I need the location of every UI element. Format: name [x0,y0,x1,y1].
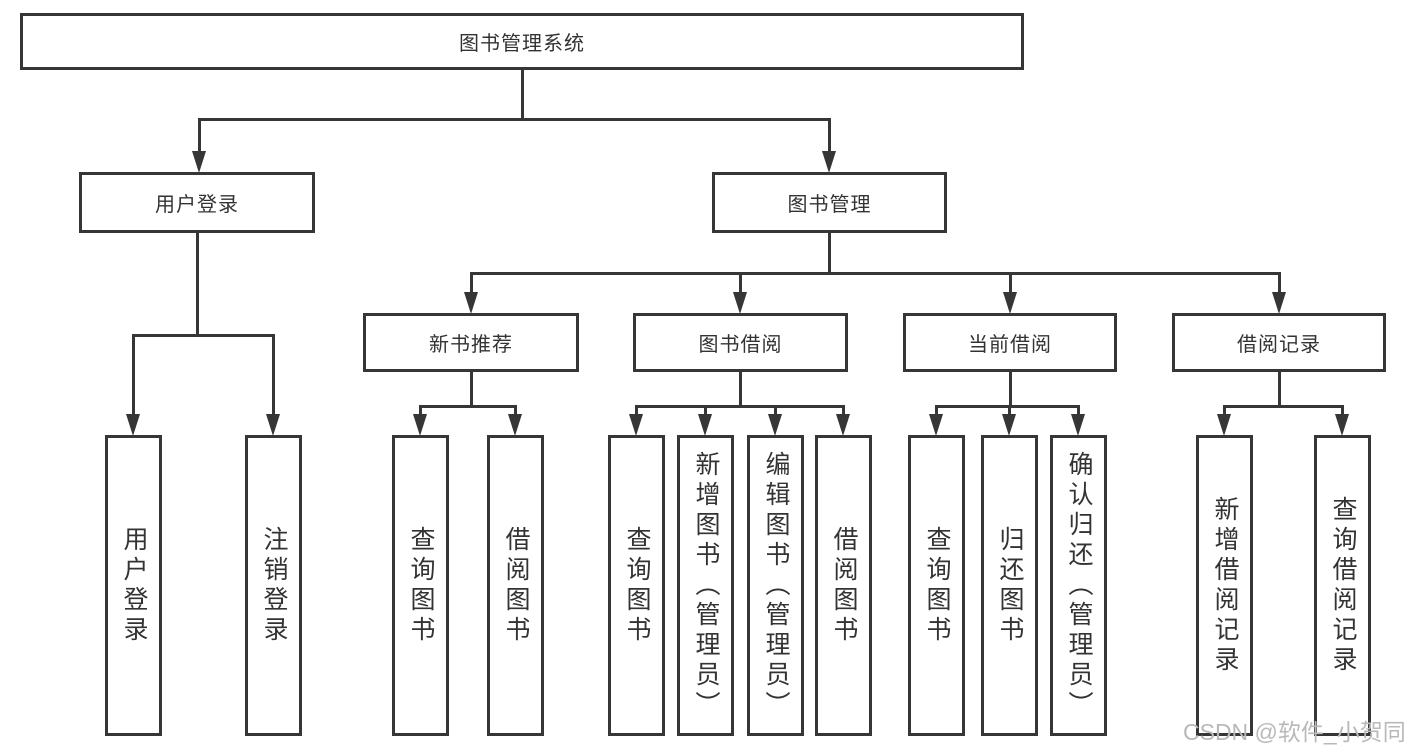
watermark: CSDN @软件_小贺同学 [1183,719,1405,745]
connector-line [635,405,638,416]
arrow-down-icon [836,414,850,436]
arrow-down-icon [1335,414,1349,436]
arrow-down-icon [1272,292,1286,314]
node-label: 图书管理 [787,194,872,216]
arrow-down-icon [929,414,943,436]
node-label: 用户登录 [155,194,239,216]
node-label: 确认归还（管理员） [1065,450,1093,721]
node-label: 查询图书 [923,525,951,646]
connector-line [935,405,938,416]
leaf-query-borrow-record: 查询借阅记录 [1314,435,1371,736]
connector-line [1009,369,1012,408]
node-label: 当前借阅 [968,334,1052,356]
arrow-down-icon [1002,414,1016,436]
connector-line [828,118,831,154]
connector-line [935,405,1080,408]
connector-line [1278,369,1281,408]
connector-line [774,405,777,416]
connector-line [419,405,422,416]
connector-line [470,272,473,293]
node-label: 新增图书（管理员） [692,450,720,721]
arrow-down-icon [733,292,747,314]
arrow-down-icon [1003,292,1017,314]
leaf-confirm-return-admin: 确认归还（管理员） [1050,435,1107,736]
arrow-down-icon [1217,414,1231,436]
connector-line [470,369,473,408]
arrow-down-icon [508,414,522,436]
connector-line [1008,405,1011,416]
node-label: 查询借阅记录 [1329,495,1357,676]
node-label: 新书推荐 [429,334,513,356]
arrow-down-icon [822,151,836,173]
connector-line [196,230,199,337]
arrow-down-icon [192,151,206,173]
node-label: 编辑图书（管理员） [762,450,790,721]
connector-line [1223,405,1226,416]
arrow-down-icon [413,414,427,436]
node-label: 查询图书 [407,525,435,646]
connector-line [635,405,845,408]
connector-line [1341,405,1344,416]
node-book-management: 图书管理 [712,172,947,233]
leaf-borrow-books-recommend: 借阅图书 [487,435,544,736]
connector-line [1278,272,1281,293]
node-label: 借阅记录 [1237,334,1321,356]
node-label: 图书借阅 [698,334,783,356]
node-book-borrowing: 图书借阅 [633,313,848,372]
leaf-add-borrow-record: 新增借阅记录 [1196,435,1253,736]
connector-line [739,369,742,408]
node-new-book-recommend: 新书推荐 [363,313,579,372]
node-label: 查询图书 [623,525,651,646]
leaf-query-books-current: 查询图书 [908,435,965,736]
connector-line [198,118,831,121]
connector-line [1077,405,1080,416]
node-current-borrowing: 当前借阅 [903,313,1117,372]
node-label: 借阅图书 [830,525,858,646]
leaf-query-books-recommend: 查询图书 [392,435,449,736]
arrow-down-icon [629,414,643,436]
connector-line [132,334,275,337]
node-label: 借阅图书 [502,525,530,646]
leaf-query-books-borrowing: 查询图书 [608,435,665,736]
arrow-down-icon [464,292,478,314]
connector-line [521,66,524,121]
node-label: 新增借阅记录 [1211,495,1239,676]
connector-line [132,334,135,416]
leaf-logout: 注销登录 [245,435,302,736]
connector-line [272,334,275,416]
node-user-login: 用户登录 [79,172,315,233]
leaf-return-books: 归还图书 [981,435,1038,736]
arrow-down-icon [698,414,712,436]
leaf-user-login: 用户登录 [105,435,162,736]
node-label: 图书管理系统 [459,33,585,55]
connector-line [1223,405,1344,408]
connector-line [470,272,1281,275]
node-borrowing-records: 借阅记录 [1172,313,1386,372]
connector-line [828,230,831,275]
node-library-system: 图书管理系统 [20,13,1024,70]
connector-line [514,405,517,416]
arrow-down-icon [768,414,782,436]
arrow-down-icon [1071,414,1085,436]
connector-line [419,405,517,408]
connector-line [1009,272,1012,293]
arrow-down-icon [266,414,280,436]
leaf-edit-book-admin: 编辑图书（管理员） [747,435,804,736]
leaf-borrow-books: 借阅图书 [815,435,872,736]
node-label: 归还图书 [996,525,1024,646]
node-label: 注销登录 [260,525,288,646]
node-label: 用户登录 [120,525,148,646]
connector-line [739,272,742,293]
connector-line [198,118,201,154]
arrow-down-icon [126,414,140,436]
leaf-add-book-admin: 新增图书（管理员） [677,435,734,736]
connector-line [842,405,845,416]
connector-line [704,405,707,416]
